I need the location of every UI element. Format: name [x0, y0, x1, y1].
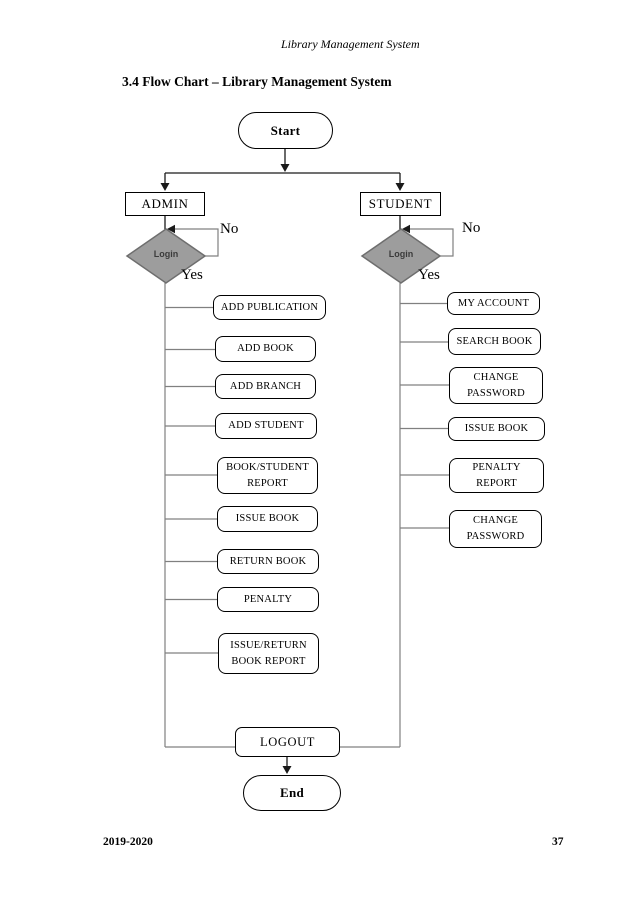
admin-item-add-publication: ADD PUBLICATION [213, 295, 326, 320]
student-login-diamond [360, 228, 442, 284]
arrowhead-down-icon [395, 183, 405, 191]
student-item-change-password: CHANGE PASSWORD [449, 367, 543, 404]
admin-login-diamond [125, 228, 207, 284]
admin-item-issue-book: ISSUE BOOK [217, 506, 318, 532]
page-header: Library Management System [281, 37, 420, 51]
arrowhead-down-icon [280, 164, 290, 172]
admin-item-penalty: PENALTY [217, 587, 319, 612]
connector-start-split [160, 149, 405, 191]
student-login-label: Login [388, 249, 414, 259]
arrowhead-left-icon [402, 224, 410, 234]
admin-yes-label: Yes [181, 267, 203, 283]
admin-login-label: Login [153, 249, 179, 259]
connector-admin-branch [164, 216, 235, 748]
admin-item-add-branch: ADD BRANCH [215, 374, 316, 399]
student-yes-label: Yes [418, 267, 440, 283]
admin-item-issue-return-book-report: ISSUE/RETURN BOOK REPORT [218, 633, 319, 674]
student-item-penalty-report: PENALTY REPORT [449, 458, 544, 493]
student-item-change-password-2: CHANGE PASSWORD [449, 510, 542, 548]
arrowhead-left-icon [167, 224, 175, 234]
arrowhead-down-icon [282, 766, 292, 774]
student-item-search-book: SEARCH BOOK [448, 328, 541, 355]
connector-student-branch [339, 216, 454, 748]
admin-no-label: No [220, 221, 239, 237]
student-item-my-account: MY ACCOUNT [447, 292, 540, 315]
footer-year: 2019-2020 [103, 836, 153, 848]
admin-item-add-student: ADD STUDENT [215, 413, 317, 439]
admin-item-add-book: ADD BOOK [215, 336, 316, 362]
section-title: 3.4 Flow Chart – Library Management Syst… [122, 74, 392, 89]
student-no-label: No [462, 220, 481, 236]
start-node: Start [238, 112, 333, 149]
admin-node: ADMIN [125, 192, 205, 216]
admin-item-book-student-report: BOOK/STUDENT REPORT [217, 457, 318, 494]
student-item-issue-book: ISSUE BOOK [448, 417, 545, 441]
footer-page-number: 37 [552, 836, 564, 848]
admin-item-return-book: RETURN BOOK [217, 549, 319, 574]
arrowhead-down-icon [160, 183, 170, 191]
end-node: End [243, 775, 341, 811]
logout-node: LOGOUT [235, 727, 340, 757]
student-node: STUDENT [360, 192, 441, 216]
connector-logout-end [282, 757, 292, 774]
